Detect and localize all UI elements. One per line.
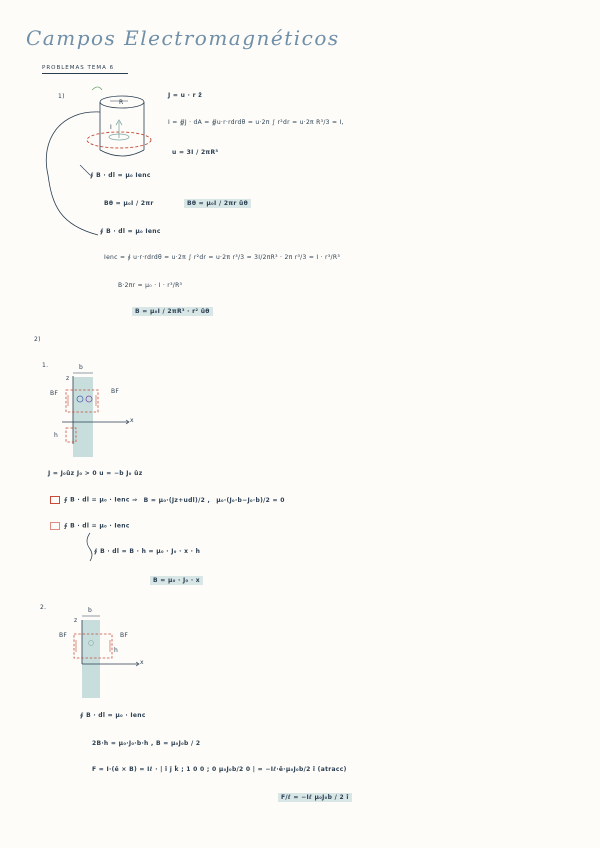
problem-2-label: 2) xyxy=(34,336,41,343)
ampere-outer: ∮ B · dl = μ₀ Ienc xyxy=(90,172,151,179)
b-outside-result: Bθ = μ₀I / 2πr ûθ xyxy=(184,199,252,208)
part-2-axis-z: z xyxy=(74,617,78,624)
b-outside-a: Bθ = μ₀I / 2πr xyxy=(104,200,154,207)
light-red-loop-marker xyxy=(50,522,60,530)
part-2-width-label: b xyxy=(88,607,93,614)
j-field-equation: J = J₀ûz J₀ > 0 u = −b J₀ ûz xyxy=(48,470,143,477)
part-2-ampere: ∮ B · dl = μ₀ · Ienc xyxy=(80,712,146,719)
part-2-b-left: BF xyxy=(59,632,68,639)
force-equation: F = I·(ê × B) = Iℓ · | î ĵ k̂ ; 1 0 0 ; … xyxy=(92,766,347,773)
radius-label: R xyxy=(119,99,124,106)
part-2-axis-x: x xyxy=(140,659,144,666)
slab-width-label: b xyxy=(79,364,84,371)
loop-1-equation: ∮ B · dl = μ₀ · Ienc ⇒ B = μ₀·(Jz+udl)/2… xyxy=(50,496,285,504)
j-definition: J = u · r ẑ xyxy=(168,92,203,99)
ienc-integral: Ienc = ∮ u·r·rdrdθ = u·2π ∫ r²dr = u·2π … xyxy=(104,254,341,261)
part-2-number: 2. xyxy=(40,604,47,611)
part-2-b-right: BF xyxy=(120,632,129,639)
force-result: F/ℓ = −Iℓ μ₀J₀b / 2 î xyxy=(278,793,352,802)
loop-2-substitution: ∮ B · dl = B · h = μ₀ · J₀ · x · h xyxy=(94,548,201,555)
part-2-b-equation: 2B·h = μ₀·J₀·b·h , B = μ₀J₀b / 2 xyxy=(92,740,201,747)
ampere-inner: ∮ B · dl = μ₀ Ienc xyxy=(100,228,161,235)
b-right-label: BF xyxy=(111,388,120,395)
current-integral: I = ∯J · dA = ∯u·r·rdrdθ = u·2π ∫ r²dr =… xyxy=(168,119,344,126)
problem-1-label: 1) xyxy=(58,93,65,100)
part-2-loop-height: h xyxy=(114,647,119,654)
loop-height-label: h xyxy=(54,432,59,439)
axis-z-label: z xyxy=(66,375,70,382)
red-loop-marker xyxy=(50,496,60,504)
b-left-label: BF xyxy=(50,390,59,397)
b-inside-result: B = μ₀I / 2πR³ · r² ûθ xyxy=(132,307,213,316)
page-subtitle: PROBLEMAS TEMA 6 xyxy=(42,65,115,71)
loop-2-equation: ∮ B · dl = μ₀ · Ienc xyxy=(50,522,130,530)
current-label: I xyxy=(110,124,113,131)
subtitle-underline xyxy=(42,73,128,74)
u-expression: u = 3I / 2πR³ xyxy=(172,149,219,156)
axis-x-label: x xyxy=(130,417,134,424)
part-1-number: 1. xyxy=(42,362,49,369)
part-1-result: B = μ₀ · J₀ · x xyxy=(150,576,203,585)
page-title: Campos Electromagnéticos xyxy=(26,26,340,50)
b-2pir-equation: B·2πr = μ₀ · I · r³/R³ xyxy=(118,282,183,289)
